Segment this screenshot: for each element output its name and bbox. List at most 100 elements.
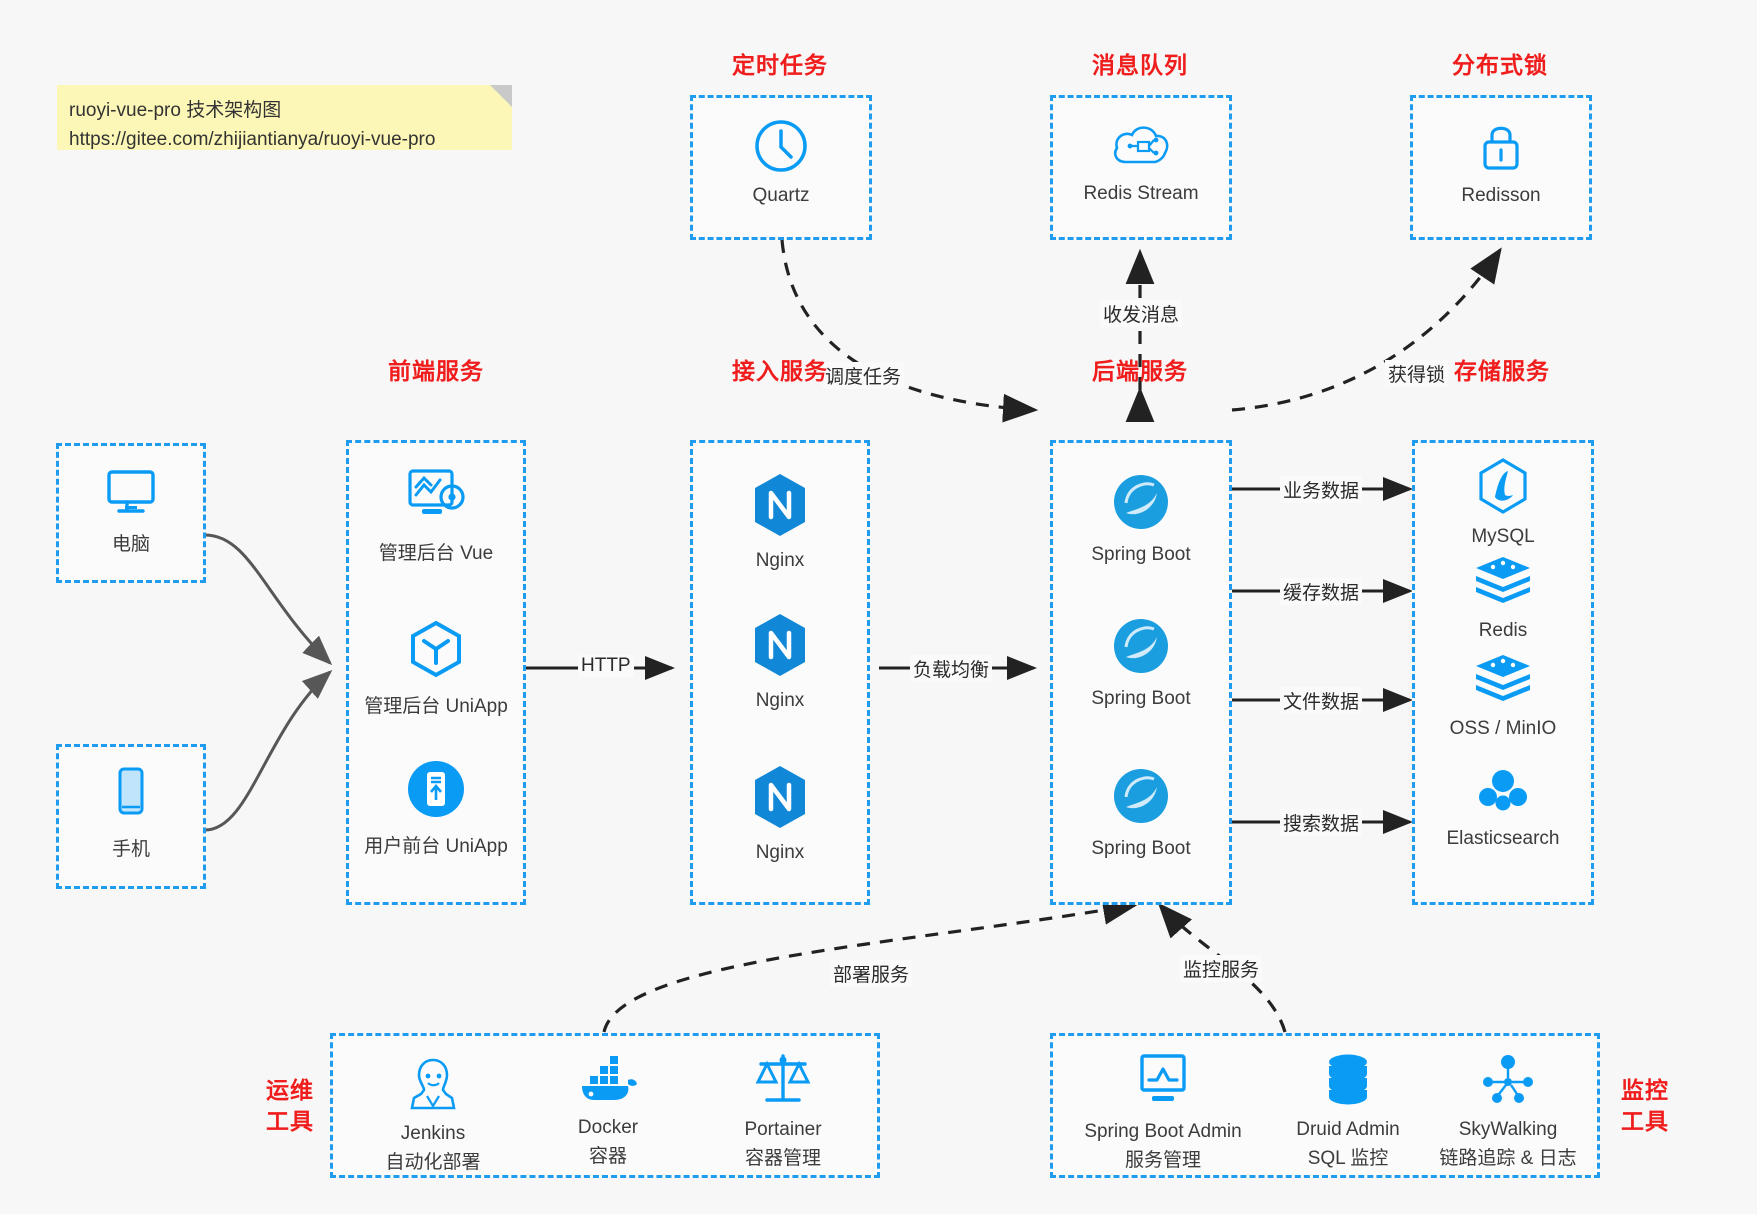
nginx-icon — [693, 763, 867, 836]
group-title-distributed-lock: 分布式锁 — [1452, 52, 1548, 78]
node-spring-boot-admin[interactable]: Spring Boot Admin 服务管理 — [1063, 1052, 1263, 1172]
node-label-druid-admin: Druid Admin — [1296, 1119, 1400, 1140]
node-label-portainer: Portainer — [744, 1119, 822, 1140]
edge-label-search-data: 搜索数据 — [1280, 809, 1363, 836]
group-title-devops: 运维 工具 — [258, 1075, 322, 1137]
node-jenkins[interactable]: Jenkins 自动化部署 — [353, 1050, 513, 1174]
node-label-phone: 手机 — [111, 839, 150, 860]
edge-label-deploy-service: 部署服务 — [830, 960, 913, 987]
cloud-stream-icon — [1053, 120, 1229, 177]
node-skywalking[interactable]: SkyWalking 链路追踪 & 日志 — [1418, 1052, 1598, 1170]
node-spring-boot-1[interactable]: Spring Boot — [1053, 471, 1229, 566]
monitor-title-line-2: 工具 — [1621, 1108, 1669, 1134]
edge-label-business-data: 业务数据 — [1280, 476, 1363, 503]
node-label-spring-boot-admin: Spring Boot Admin — [1084, 1121, 1242, 1142]
spring-icon — [1053, 471, 1229, 538]
group-box-computer: 电脑 — [56, 443, 206, 583]
node-sublabel-jenkins: 自动化部署 — [385, 1152, 481, 1173]
group-box-message-queue: Redis Stream — [1050, 95, 1232, 240]
group-box-monitor: Spring Boot Admin 服务管理 Druid Admin SQL 监… — [1050, 1033, 1600, 1178]
elasticsearch-icon — [1415, 761, 1591, 822]
group-box-devops: Jenkins 自动化部署 Docker 容器 — [330, 1033, 880, 1178]
node-label-user-uniapp: 用户前台 UniApp — [364, 836, 508, 857]
lock-icon — [1413, 120, 1589, 179]
node-label-oss-minio: OSS / MinIO — [1449, 718, 1557, 739]
group-box-gateway: Nginx Nginx Nginx — [690, 440, 870, 905]
edge-label-acquire-lock: 获得锁 — [1385, 360, 1449, 387]
node-computer[interactable]: 电脑 — [59, 464, 203, 556]
edge-label-schedule-task: 调度任务 — [822, 362, 905, 389]
node-sublabel-portainer: 容器管理 — [744, 1148, 821, 1169]
nginx-icon — [693, 471, 867, 544]
note-line-2: https://gitee.com/zhijiantianya/ruoyi-vu… — [69, 129, 436, 150]
node-redis[interactable]: Redis — [1415, 555, 1591, 642]
mobile-icon — [59, 765, 203, 828]
node-user-uniapp[interactable]: 用户前台 UniApp — [349, 758, 523, 858]
node-label-spring-boot-2: Spring Boot — [1091, 688, 1191, 709]
node-docker[interactable]: Docker 容器 — [528, 1054, 688, 1168]
node-admin-uniapp[interactable]: 管理后台 UniApp — [349, 618, 523, 718]
node-label-admin-vue: 管理后台 Vue — [378, 543, 494, 564]
dashboard-gear-icon — [349, 465, 523, 532]
node-mysql[interactable]: MySQL — [1415, 457, 1591, 548]
database-icon — [1319, 1054, 1377, 1112]
node-spring-boot-3[interactable]: Spring Boot — [1053, 765, 1229, 860]
node-label-redisson: Redisson — [1461, 185, 1541, 206]
cube-icon — [349, 618, 523, 685]
node-elasticsearch[interactable]: Elasticsearch — [1415, 761, 1591, 850]
node-label-quartz: Quartz — [752, 185, 810, 206]
node-sublabel-spring-boot-admin: 服务管理 — [1124, 1150, 1201, 1171]
desktop-icon — [59, 464, 203, 523]
mysql-icon — [1415, 457, 1591, 520]
node-spring-boot-2[interactable]: Spring Boot — [1053, 615, 1229, 710]
group-title-message-queue: 消息队列 — [1092, 52, 1188, 78]
node-nginx-3[interactable]: Nginx — [693, 763, 867, 864]
app-icon — [349, 758, 523, 825]
docker-icon — [576, 1056, 640, 1110]
spring-icon — [1053, 765, 1229, 832]
node-label-nginx-3: Nginx — [755, 842, 805, 863]
spring-icon — [1053, 615, 1229, 682]
node-phone[interactable]: 手机 — [59, 765, 203, 861]
edge-label-message: 收发消息 — [1100, 300, 1183, 327]
node-label-admin-uniapp: 管理后台 UniApp — [364, 696, 508, 717]
node-label-computer: 电脑 — [111, 534, 150, 555]
node-label-jenkins: Jenkins — [400, 1123, 466, 1144]
note-fold-corner — [490, 85, 512, 107]
sticky-note: ruoyi-vue-pro 技术架构图 https://gitee.com/zh… — [57, 85, 512, 150]
group-title-monitor: 监控 工具 — [1613, 1075, 1677, 1137]
edge-label-load-balance: 负载均衡 — [910, 655, 993, 682]
group-title-storage: 存储服务 — [1454, 358, 1550, 384]
node-quartz[interactable]: Quartz — [693, 118, 869, 207]
edge-label-cache-data: 缓存数据 — [1280, 578, 1363, 605]
scales-icon — [753, 1054, 813, 1112]
group-title-scheduled-task: 定时任务 — [732, 52, 828, 78]
group-box-backend: Spring Boot Spring Boot Spring Boot — [1050, 440, 1232, 905]
group-title-gateway: 接入服务 — [732, 358, 828, 384]
edge-label-file-data: 文件数据 — [1280, 687, 1363, 714]
node-oss-minio[interactable]: OSS / MinIO — [1415, 653, 1591, 740]
note-text: ruoyi-vue-pro 技术架构图 https://gitee.com/zh… — [69, 96, 502, 154]
group-box-storage: MySQL Redis — [1412, 440, 1594, 905]
group-box-distributed-lock: Redisson — [1410, 95, 1592, 240]
oss-icon — [1415, 653, 1591, 712]
node-label-docker: Docker — [577, 1117, 639, 1138]
node-label-elasticsearch: Elasticsearch — [1446, 828, 1560, 849]
group-box-frontend: 管理后台 Vue 管理后台 UniApp 用户前台 UniApp — [346, 440, 526, 905]
node-druid-admin[interactable]: Druid Admin SQL 监控 — [1268, 1052, 1428, 1170]
node-redisson[interactable]: Redisson — [1413, 120, 1589, 207]
group-title-frontend: 前端服务 — [388, 358, 484, 384]
group-box-phone: 手机 — [56, 744, 206, 889]
node-label-skywalking: SkyWalking — [1458, 1119, 1558, 1140]
node-portainer[interactable]: Portainer 容器管理 — [703, 1050, 863, 1170]
node-admin-vue[interactable]: 管理后台 Vue — [349, 465, 523, 565]
node-label-redis: Redis — [1478, 620, 1528, 641]
monitor-title-line-1: 监控 — [1621, 1077, 1669, 1103]
group-box-scheduled-task: Quartz — [690, 95, 872, 240]
note-line-1: ruoyi-vue-pro 技术架构图 — [69, 100, 282, 121]
node-sublabel-docker: 容器 — [588, 1146, 627, 1167]
node-nginx-2[interactable]: Nginx — [693, 611, 867, 712]
node-nginx-1[interactable]: Nginx — [693, 471, 867, 572]
node-redis-stream[interactable]: Redis Stream — [1053, 120, 1229, 205]
